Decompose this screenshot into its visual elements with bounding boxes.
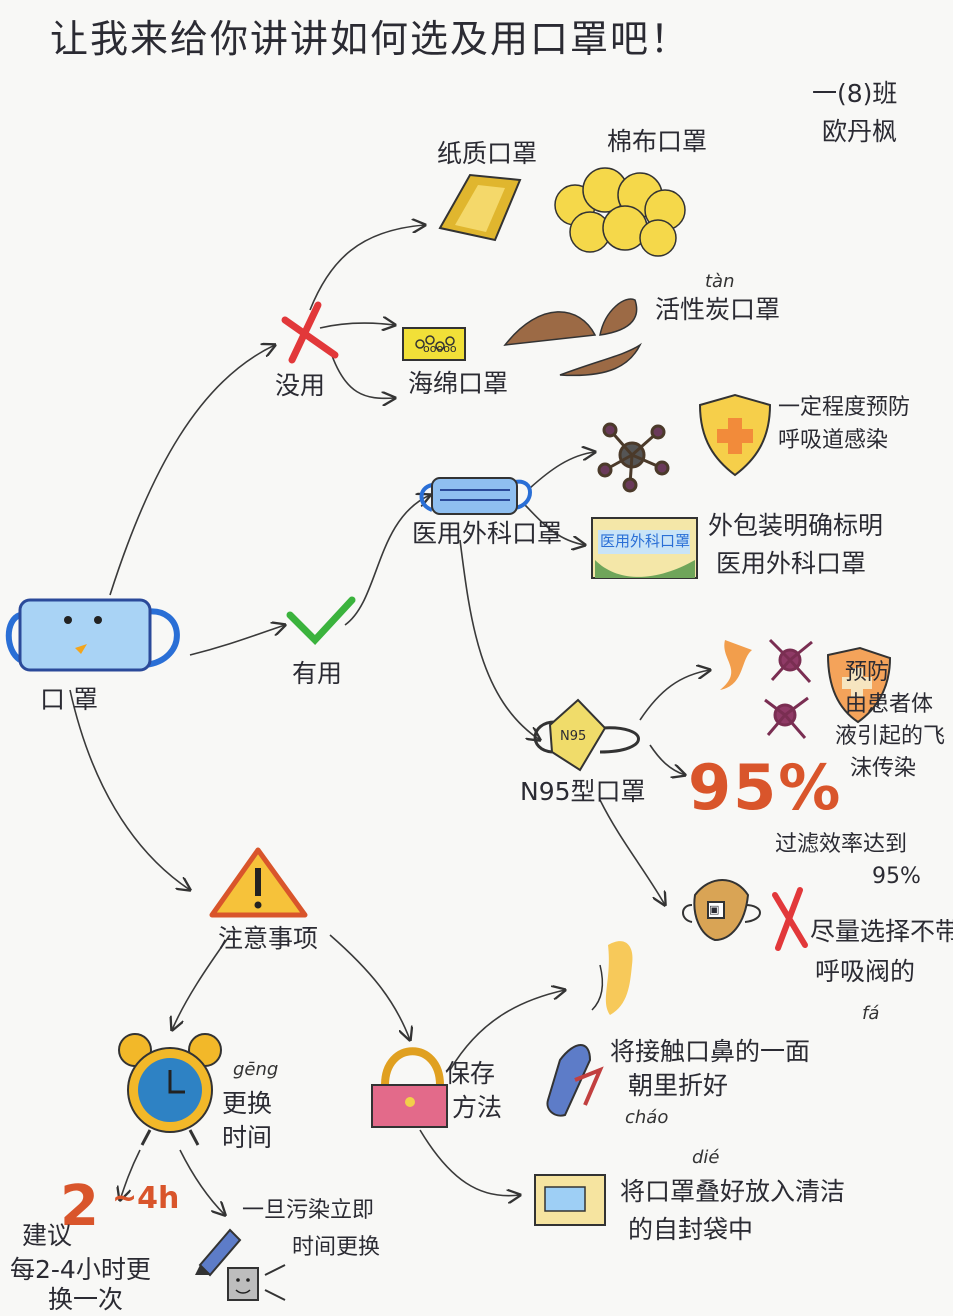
sponge-mask-icon <box>402 327 466 361</box>
n95-benefit-line4: 沫传染 <box>850 756 917 781</box>
contamination-note-line1: 一旦污染立即 <box>242 1198 375 1223</box>
bag-note-line1: 将口罩叠好放入清洁 <box>620 1177 846 1206</box>
pinyin-chao: cháo <box>625 1107 669 1128</box>
filtration-note: 过滤效率达到 <box>775 832 908 857</box>
surgical-benefit-line2: 呼吸道感染 <box>778 428 889 453</box>
root-label: 口 罩 <box>40 685 98 714</box>
hours-note-line1: 每2-4小时更 <box>10 1255 151 1284</box>
filtration-note-value: 95% <box>872 864 921 889</box>
surgical-benefit-line1: 一定程度预防 <box>778 395 911 420</box>
valve-mark: ▣ <box>709 903 720 916</box>
cotton-mask-icon <box>554 167 686 257</box>
useless-label: 没用 <box>275 371 326 400</box>
valve-note-line2: 呼吸阀的 <box>815 957 916 986</box>
n95-benefit-line2: 由患者体 <box>845 692 934 717</box>
fold-note-line2: 朝里折好 <box>628 1071 729 1100</box>
cotton-mask-label: 棉布口罩 <box>607 127 708 156</box>
package-box-icon <box>591 517 698 579</box>
pencil-icon <box>195 1228 242 1277</box>
bag-note-line2: 的自封袋中 <box>628 1215 754 1244</box>
green-check-icon <box>286 596 356 646</box>
surgical-mask-label: 医用外科口罩 <box>412 519 563 548</box>
folding-hand-icon <box>546 1044 604 1117</box>
warning-triangle-icon <box>209 847 308 918</box>
sponge-mask-label: 海绵口罩 <box>408 369 509 398</box>
n95-print: N95 <box>560 729 587 744</box>
virus-icon <box>597 422 670 493</box>
n95-benefit-line3: 液引起的飞 <box>835 724 946 749</box>
replace-time-line2: 时间 <box>222 1123 273 1152</box>
connector-arrows <box>69 225 710 1215</box>
storage-label-line2: 方法 <box>452 1093 503 1122</box>
hours-big-range: ~4h <box>112 1181 180 1216</box>
paper-mask-label: 纸质口罩 <box>437 139 538 168</box>
class-label: 一(8)班 <box>812 79 898 108</box>
package-note-line2: 医用外科口罩 <box>716 549 867 578</box>
pinyin-geng: gēng <box>233 1059 279 1080</box>
hours-big-two: 2 <box>60 1174 99 1239</box>
red-cross-icon <box>281 301 339 364</box>
contamination-note-line2: 时间更换 <box>292 1235 381 1260</box>
pinyin-tan: tàn <box>705 271 735 292</box>
box-print-label: 医用外科口罩 <box>600 532 691 550</box>
package-note-line1: 外包装明确标明 <box>708 511 884 540</box>
red-cross-icon <box>772 887 808 951</box>
pinyin-fa: fá <box>862 1003 880 1024</box>
sealed-bag-icon <box>534 1174 606 1226</box>
face-mask-icon <box>5 598 180 672</box>
storage-lock-icon <box>371 1047 448 1128</box>
author-name: 欧丹枫 <box>822 117 898 146</box>
pinyin-die: dié <box>692 1147 720 1168</box>
replace-time-line1: 更换 <box>222 1089 273 1118</box>
droplet-virus-icon <box>720 638 813 739</box>
valve-note-line1: 尽量选择不带 <box>810 917 953 946</box>
fold-note-line1: 将接触口鼻的一面 <box>610 1037 811 1066</box>
folded-mask-icon <box>591 941 633 1015</box>
valve-mask-icon <box>682 879 761 942</box>
mask-box-icon <box>227 1264 286 1301</box>
filtration-percent: 95% <box>688 751 843 824</box>
paper-mask-icon <box>438 173 522 242</box>
storage-label-line1: 保存 <box>445 1059 496 1088</box>
useful-label: 有用 <box>292 659 343 688</box>
n95-mask-label: N95型口罩 <box>520 777 646 806</box>
shield-icon <box>698 393 772 477</box>
carbon-pieces-icon <box>503 298 642 377</box>
n95-benefit-line1: 预防 <box>845 660 890 685</box>
page-title: 让我来给你讲讲如何选及用口罩吧！ <box>50 17 691 61</box>
n95-mask-icon <box>533 698 640 772</box>
sponge-texture: ooooo <box>423 342 457 355</box>
carbon-mask-label: 活性炭口罩 <box>655 295 781 324</box>
suggest-label: 建议 <box>22 1221 73 1250</box>
shield-icon <box>826 646 892 724</box>
precautions-label: 注意事项 <box>218 924 319 953</box>
alarm-clock-icon <box>118 1033 222 1146</box>
hours-note-line2: 换一次 <box>48 1285 124 1314</box>
surgical-mask-icon <box>419 477 532 515</box>
